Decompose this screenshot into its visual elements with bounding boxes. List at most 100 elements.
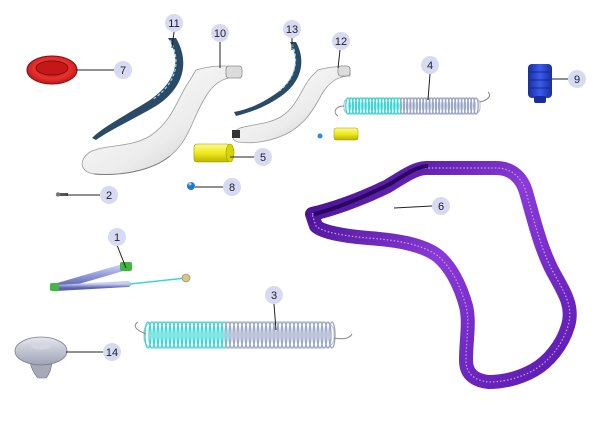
- spring-coil: [244, 321, 252, 349]
- spring-coil: [402, 97, 409, 115]
- callout-6: 6: [432, 197, 450, 215]
- spring-coil: [212, 321, 220, 349]
- spring-coil: [208, 321, 216, 349]
- spring-coil: [260, 321, 268, 349]
- spring-coil: [252, 321, 260, 349]
- spring-coil: [308, 321, 316, 349]
- spring-coil: [164, 321, 172, 349]
- red-grommet-7: [26, 55, 78, 85]
- spring-coil: [296, 321, 304, 349]
- spring-coil: [364, 97, 371, 115]
- screw-2: [55, 192, 68, 197]
- spring-coil: [383, 97, 390, 115]
- spring-coil: [196, 321, 204, 349]
- spring-coil: [312, 321, 320, 349]
- leader-3: [273, 303, 277, 331]
- leader-1: [116, 244, 127, 269]
- spring-coil: [412, 97, 419, 115]
- leader-lines: [66, 31, 568, 353]
- seal-strip-13: [234, 42, 302, 116]
- spring-coil: [457, 97, 463, 115]
- spring-coil: [292, 321, 300, 349]
- leader-4: [427, 73, 431, 101]
- spring-coil: [453, 97, 460, 115]
- spring-coil: [300, 321, 308, 349]
- callout-8-label: 8: [229, 182, 235, 194]
- leader-11: [171, 31, 175, 49]
- spring-coil: [431, 97, 438, 115]
- spring-coil: [272, 321, 280, 349]
- spring-coil: [466, 97, 473, 115]
- spring-coil: [280, 321, 288, 349]
- small-blue-part-8: [187, 182, 195, 190]
- spring-coil: [144, 321, 152, 349]
- spring-coil: [469, 97, 476, 115]
- spring-coil: [152, 321, 160, 349]
- small-yellow-cylinder: [317, 127, 359, 141]
- damper-assembly-1: [50, 262, 191, 291]
- spring-coil: [370, 97, 377, 115]
- spring-coil: [450, 97, 457, 115]
- spring-coil: [441, 97, 447, 115]
- spring-coil: [324, 321, 332, 349]
- callout-2-label: 2: [106, 190, 112, 202]
- spring-coil: [389, 97, 396, 115]
- spring-coil: [348, 97, 355, 115]
- spring-coil: [393, 97, 399, 115]
- spring-coil: [180, 321, 188, 349]
- spring-coil: [415, 97, 422, 115]
- spring-coil: [460, 97, 467, 115]
- callout-6-label: 6: [438, 201, 444, 213]
- callout-9-label: 9: [574, 74, 580, 86]
- callout-7: 7: [114, 61, 132, 79]
- spring-coil: [256, 321, 264, 349]
- spring-coil: [168, 321, 176, 349]
- callout-8: 8: [223, 178, 241, 196]
- spring-coil: [236, 321, 244, 349]
- leader-6: [393, 205, 433, 209]
- spring-coil: [240, 321, 248, 349]
- callout-2: 2: [100, 186, 118, 204]
- spring-coil: [148, 321, 156, 349]
- spring-coil: [316, 321, 324, 349]
- callout-4-label: 4: [427, 60, 433, 72]
- callout-7-label: 7: [120, 65, 126, 77]
- spring-coil: [447, 97, 454, 115]
- callout-12: 12: [332, 32, 350, 50]
- spring-coil: [232, 321, 240, 349]
- callout-11: 11: [165, 14, 183, 32]
- spring-3: [134, 321, 353, 349]
- spring-coil: [373, 97, 380, 115]
- spring-coil: [418, 97, 425, 115]
- spring-coil: [351, 97, 358, 115]
- spring-coil: [428, 97, 435, 115]
- spring-coil: [288, 321, 296, 349]
- callout-5-label: 5: [260, 152, 266, 164]
- spring-coil: [216, 321, 224, 349]
- spring-coil: [367, 97, 374, 115]
- spring-coil: [176, 321, 184, 349]
- spring-coil: [284, 321, 292, 349]
- spring-coil: [399, 97, 406, 115]
- spring-coil: [386, 97, 393, 115]
- spring-coil: [396, 97, 403, 115]
- blue-cap-9: [528, 64, 552, 103]
- spring-coil: [228, 321, 236, 349]
- callout-9: 9: [568, 70, 586, 88]
- spring-coil: [220, 321, 228, 349]
- callout-3-label: 3: [271, 290, 277, 302]
- spring-coil: [437, 97, 444, 115]
- yellow-cylinder-5: [193, 143, 235, 163]
- spring-coil: [200, 321, 208, 349]
- callout-14: 14: [103, 343, 121, 361]
- spring-coil: [345, 97, 351, 115]
- spring-coil: [192, 321, 200, 349]
- spring-coil: [172, 321, 180, 349]
- spring-coil: [380, 97, 387, 115]
- spring-coil: [264, 321, 272, 349]
- leader-12: [337, 49, 341, 69]
- spring-4: [334, 91, 491, 117]
- spring-coil: [188, 321, 196, 349]
